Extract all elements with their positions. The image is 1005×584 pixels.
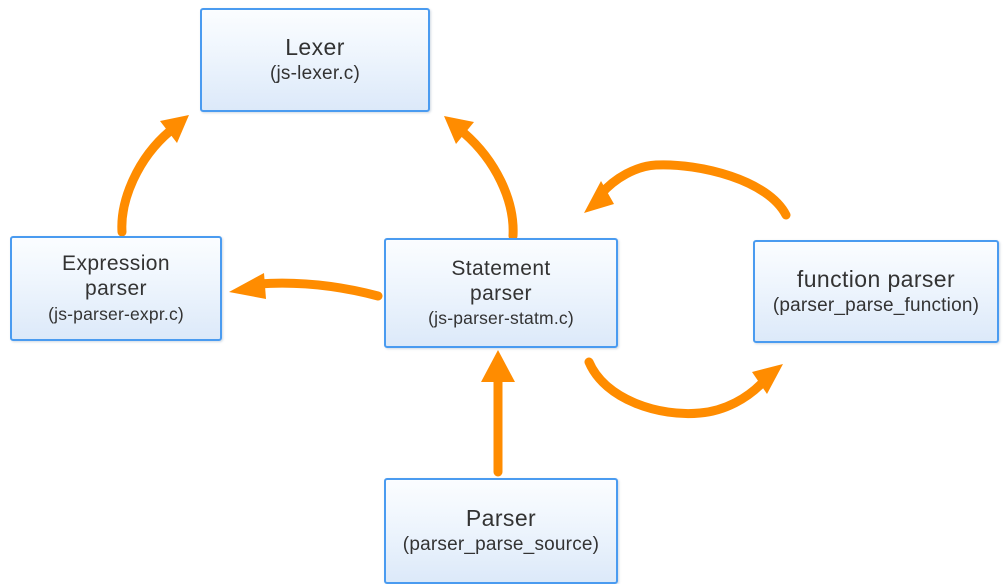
node-statement-parser[interactable]: Statement parser (js-parser-statm.c) (384, 238, 618, 348)
node-lexer-title: Lexer (285, 34, 345, 61)
edge-statement-to-expression (229, 273, 383, 301)
node-expression-parser[interactable]: Expression parser (js-parser-expr.c) (10, 236, 222, 341)
node-lexer[interactable]: Lexer (js-lexer.c) (200, 8, 430, 112)
node-expression-parser-subtitle: (js-parser-expr.c) (48, 303, 184, 324)
node-function-parser[interactable]: function parser (parser_parse_function) (753, 240, 999, 343)
node-function-parser-subtitle: (parser_parse_function) (772, 294, 980, 316)
edge-parser-to-statement (481, 350, 515, 477)
node-parser-subtitle: (parser_parse_source) (402, 534, 600, 556)
node-function-parser-title: function parser (796, 265, 956, 292)
node-lexer-subtitle: (js-lexer.c) (269, 63, 360, 85)
node-statement-parser-subtitle: (js-parser-statm.c) (428, 308, 574, 329)
node-expression-parser-title: Expression parser (62, 252, 170, 301)
edge-expression-to-lexer (117, 115, 189, 237)
node-parser[interactable]: Parser (parser_parse_source) (384, 478, 618, 584)
edge-function-to-statement (584, 160, 791, 220)
node-parser-title: Parser (465, 505, 537, 532)
node-statement-parser-title: Statement parser (451, 256, 551, 305)
edge-statement-to-function (584, 357, 783, 419)
edge-statement-to-lexer (444, 116, 518, 241)
